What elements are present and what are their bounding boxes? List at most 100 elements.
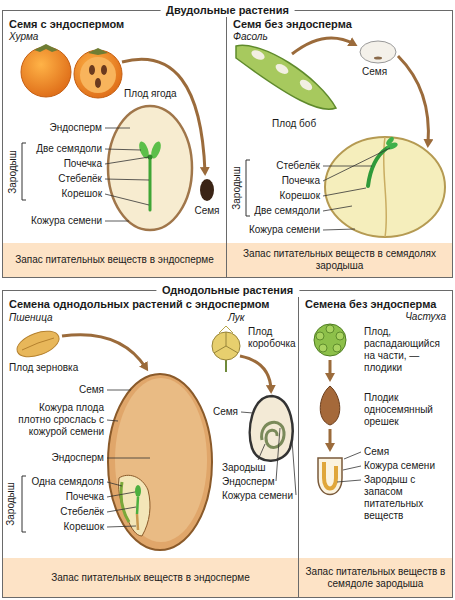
part-label: Кожура семени <box>364 460 435 472</box>
bean-seed <box>360 41 396 63</box>
flow-arrow <box>329 360 332 378</box>
persimmon-flesh <box>80 57 116 93</box>
bean-pod <box>236 45 336 109</box>
part-label: Зародыш <box>222 462 266 474</box>
flow-arrow <box>398 56 428 144</box>
part-label: Семя <box>362 66 387 78</box>
leader-line <box>107 390 131 391</box>
flow-arrow <box>240 356 271 390</box>
heading-text: Запас питательных веществ в семядоле зар… <box>305 566 446 590</box>
wheat-grain <box>14 326 63 362</box>
note-band: Запас питательных веществ в эндосперме <box>3 243 226 277</box>
pod-seed <box>274 62 290 76</box>
part-label: Плод коробочка <box>248 326 298 350</box>
part-label: Семя <box>194 205 219 217</box>
species-name: Хурма <box>9 31 220 43</box>
fruitlet <box>333 344 341 352</box>
part-label: Семя <box>79 384 104 396</box>
species-name: Частуха <box>305 311 446 323</box>
fruitlet <box>319 344 327 352</box>
embryo-stem <box>149 158 152 210</box>
part-label: Кожура плода плотно срослась с кожурой с… <box>12 402 104 438</box>
fruitlet <box>316 332 324 340</box>
part-label: Корешок <box>280 190 320 202</box>
capsule-tip <box>219 326 233 333</box>
grain-section <box>108 374 212 550</box>
leader-line <box>105 128 130 129</box>
part-label: Лук <box>228 312 245 324</box>
leader-lines <box>323 148 390 230</box>
leader-line <box>323 148 390 181</box>
persimmon-seed <box>95 78 101 88</box>
leader-line <box>337 480 361 482</box>
leader-line <box>258 444 265 460</box>
bean-hilum <box>374 57 382 60</box>
embryo-stem <box>368 148 387 186</box>
embryo-bud <box>135 485 141 497</box>
leader-line <box>107 420 118 421</box>
heading-text: Семя с эндоспермом <box>9 18 220 31</box>
chastukha-fruit <box>314 324 346 356</box>
leader-line <box>107 526 136 527</box>
leader-line <box>241 412 253 413</box>
leader-line <box>105 157 149 164</box>
cotyledon <box>121 482 129 522</box>
fruitlets <box>316 325 344 352</box>
leader-line <box>107 507 136 512</box>
note-band: Запас питательных веществ в семядоле зар… <box>299 558 452 597</box>
embryo <box>262 422 284 447</box>
embryo-bud <box>385 136 395 147</box>
part-label: Плодик односемянный орешек <box>364 392 450 428</box>
leader-line <box>343 466 361 470</box>
part-label: Зародыш <box>7 150 19 194</box>
fruitlet <box>326 325 334 333</box>
seed-panel: Семя без эндоспермаФасольЗапас питательн… <box>227 11 452 277</box>
part-label: Плод ягода <box>124 88 177 100</box>
seed-icon <box>200 179 214 201</box>
heading-text: Семена без эндосперма <box>305 298 446 311</box>
onion-seed-section <box>250 396 293 461</box>
bracket <box>22 476 26 532</box>
leader-line <box>105 149 141 150</box>
embryo-root <box>137 514 138 530</box>
part-label: Корешок <box>62 188 102 200</box>
part-label: Почечка <box>64 158 102 170</box>
part-label: Зародыш с запасом питательных веществ <box>364 474 450 522</box>
heading-text: Запас питательных веществ в эндосперме <box>51 572 250 584</box>
part-label: Кожура семени <box>249 224 320 236</box>
part-label: Семя <box>213 406 238 418</box>
part-label: Кожура семени <box>31 215 102 227</box>
capsule-stalk <box>225 360 227 372</box>
leader-line <box>344 452 361 459</box>
endosperm <box>115 378 207 542</box>
leader-lines <box>337 452 361 482</box>
grain-crease <box>22 338 54 350</box>
note-band: Запас питательных веществ в эндосперме <box>3 558 298 597</box>
leader-line <box>105 179 149 180</box>
leader-line <box>323 166 372 167</box>
leader-lines <box>107 390 150 527</box>
flow-arrow <box>329 429 332 448</box>
persimmon-calyx <box>88 48 108 55</box>
nutlet <box>320 386 340 425</box>
heading-text: Семя без эндосперма <box>233 18 446 31</box>
embryo-stem <box>137 497 138 514</box>
heading-text: Двудольные растения <box>160 3 295 17</box>
heading-text: Однодольные растения <box>156 283 299 297</box>
leader-line <box>276 428 280 481</box>
heading-text: Запас питательных веществ в эндосперме <box>15 254 214 266</box>
leader-line <box>323 229 355 230</box>
embryo <box>119 475 150 536</box>
embryo <box>324 462 336 489</box>
part-label: Кожура семени <box>222 490 293 502</box>
persimmon-seed <box>101 65 107 75</box>
part-label: Семя <box>364 446 389 458</box>
heading-text: Запас питательных веществ в семядолях за… <box>233 248 446 272</box>
bean-section <box>325 137 445 237</box>
part-label: Зародыш <box>5 482 17 526</box>
persimmon-seed <box>89 65 95 75</box>
persimmon-fruit <box>21 47 71 97</box>
part-label: Пшеница <box>9 312 53 324</box>
part-label: Стебелёк <box>276 160 320 172</box>
part-label: Одна семядоля <box>31 476 104 488</box>
